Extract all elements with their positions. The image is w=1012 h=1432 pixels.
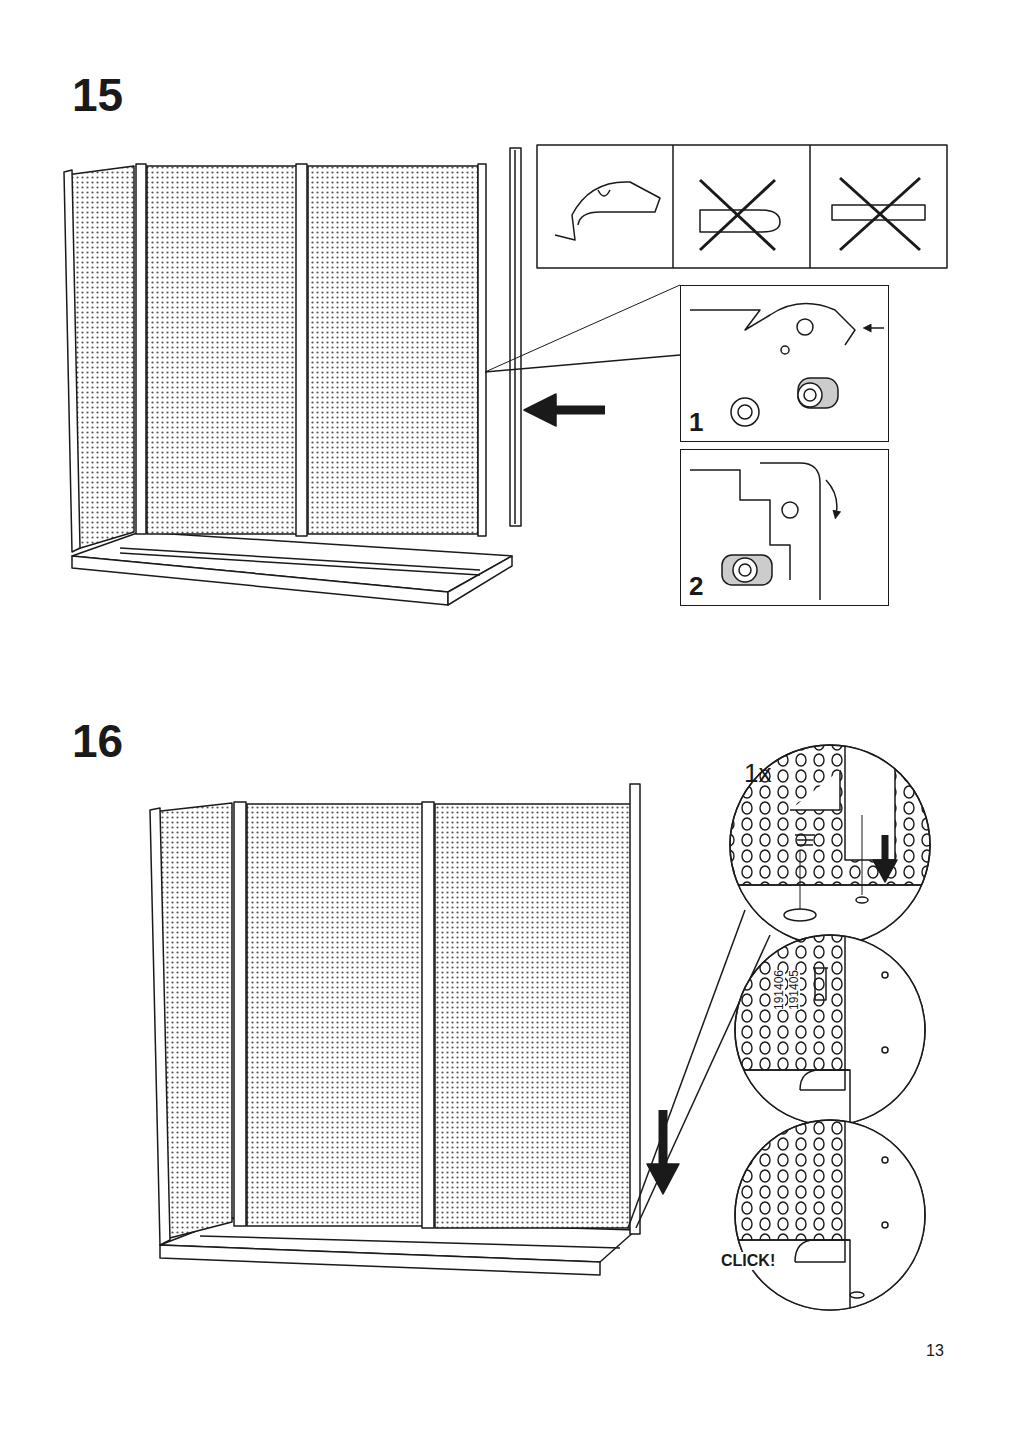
step-number: 16 (72, 718, 123, 764)
callout-label: 1x (744, 760, 771, 786)
callout-label: 191405 (788, 970, 800, 1010)
detail-inset: 1 (680, 285, 889, 442)
step-substep-number: 1 (689, 409, 703, 435)
callout-label: 191406 (773, 970, 785, 1010)
step-number: 15 (72, 72, 123, 118)
detail-inset: 2 (680, 449, 889, 606)
callout-label: CLICK! (719, 1252, 777, 1270)
step-substep-number: 2 (689, 573, 703, 599)
page-number: 13 (926, 1343, 944, 1359)
